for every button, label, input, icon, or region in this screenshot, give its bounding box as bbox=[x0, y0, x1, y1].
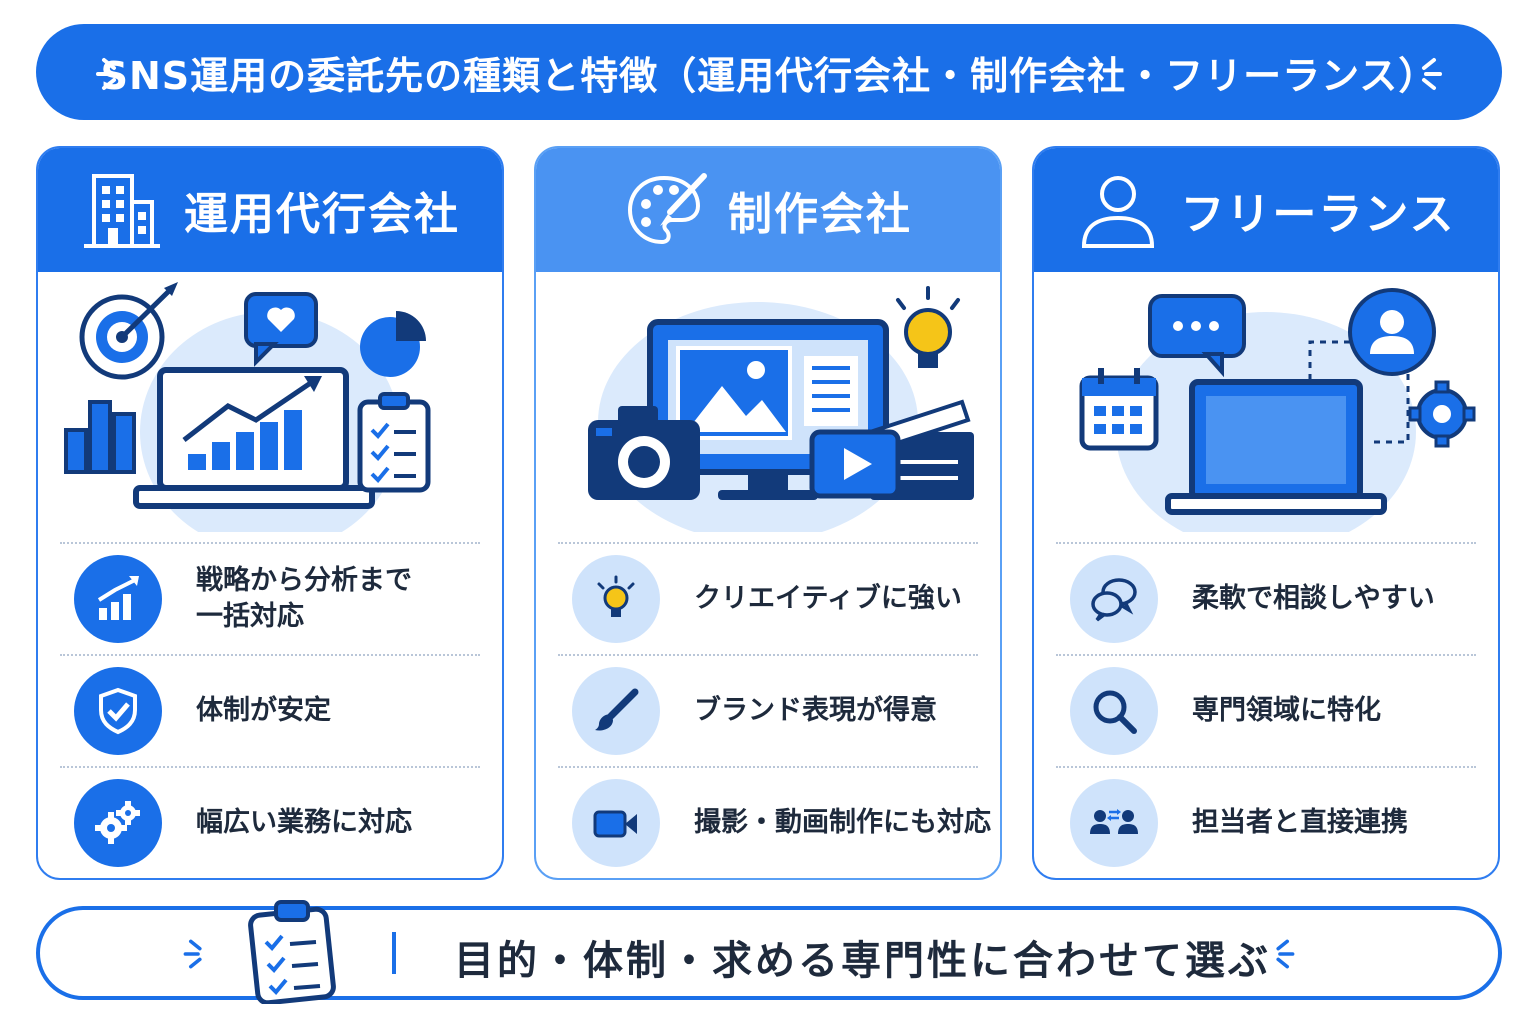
calendar-icon bbox=[1079, 368, 1159, 451]
feature-text: 担当者と直接連携 bbox=[1192, 807, 1408, 838]
divider bbox=[558, 766, 978, 768]
divider bbox=[60, 542, 480, 544]
feature-item: 戦略から分析まで 一括対応 bbox=[38, 544, 502, 654]
feature-item: 撮影・動画制作にも対応 bbox=[536, 768, 1000, 878]
feature-text: 専門領域に特化 bbox=[1192, 695, 1381, 726]
laptop-icon bbox=[1165, 379, 1387, 515]
bar-chart-small-icon bbox=[64, 400, 136, 474]
feature-text: 体制が安定 bbox=[196, 695, 331, 726]
divider bbox=[1056, 542, 1476, 544]
card-title: 運用代行会社 bbox=[184, 189, 460, 240]
divider bbox=[558, 654, 978, 656]
avatar-circle-icon bbox=[1348, 288, 1436, 376]
pie-chart-icon bbox=[360, 311, 426, 377]
sparkle-icon bbox=[96, 58, 116, 90]
feature-item: 担当者と直接連携 bbox=[1034, 768, 1498, 878]
heart-bubble-icon bbox=[244, 292, 318, 367]
card-header: 制作会社 bbox=[536, 148, 1000, 272]
divider bbox=[60, 654, 480, 656]
sparkle-icon bbox=[183, 939, 202, 969]
divider bbox=[1056, 766, 1476, 768]
magnifier-icon bbox=[1070, 667, 1158, 755]
feature-text: 幅広い業務に対応 bbox=[196, 807, 412, 838]
illustration-creative bbox=[536, 272, 1000, 542]
lightbulb-icon bbox=[572, 555, 660, 643]
feature-item: ブランド表現が得意 bbox=[536, 656, 1000, 766]
feature-text: 撮影・動画制作にも対応 bbox=[694, 807, 991, 838]
sparkle-icon bbox=[1422, 58, 1442, 90]
summary-text: 目的・体制・求める専門性に合わせて選ぶ bbox=[454, 938, 1271, 984]
laptop-icon bbox=[133, 367, 375, 509]
paintbrush-icon bbox=[572, 667, 660, 755]
feature-item: 体制が安定 bbox=[38, 656, 502, 766]
gear-icon bbox=[1408, 380, 1476, 448]
clipboard-checklist-icon bbox=[357, 392, 431, 493]
chat-bubbles-icon bbox=[1070, 555, 1158, 643]
title-banner: SNS運用の委託先の種類と特徴（運用代行会社・制作会社・フリーランス） bbox=[36, 24, 1502, 120]
feature-item: 専門領域に特化 bbox=[1034, 656, 1498, 766]
remote-illustration bbox=[1079, 288, 1476, 532]
person-icon bbox=[1082, 176, 1155, 248]
separator bbox=[392, 932, 396, 974]
illustration-analytics bbox=[38, 272, 502, 542]
feature-text: 柔軟で相談しやすい bbox=[1192, 583, 1435, 614]
shield-check-icon bbox=[74, 667, 162, 755]
divider bbox=[1056, 654, 1476, 656]
people-exchange-icon bbox=[1070, 779, 1158, 867]
card-title: 制作会社 bbox=[728, 189, 912, 240]
feature-text: 戦略から分析まで 一括対応 bbox=[196, 565, 412, 632]
feature-text: クリエイティブに強い bbox=[694, 583, 962, 614]
feature-item: 幅広い業務に対応 bbox=[38, 768, 502, 878]
feature-text: ブランド表現が得意 bbox=[694, 695, 937, 726]
card-header: 運用代行会社 bbox=[38, 148, 502, 272]
lightbulb-icon bbox=[896, 286, 960, 368]
palette-brush-icon bbox=[627, 173, 707, 245]
building-icon bbox=[84, 174, 160, 248]
card-production: 制作会社 bbox=[534, 146, 1002, 880]
target-icon bbox=[79, 282, 178, 380]
card-agency: 運用代行会社 bbox=[36, 146, 504, 880]
divider bbox=[558, 542, 978, 544]
creative-illustration bbox=[588, 286, 974, 532]
divider bbox=[60, 766, 480, 768]
card-header: フリーランス bbox=[1034, 148, 1498, 272]
sparkle-icon bbox=[1276, 939, 1295, 969]
gears-icon bbox=[74, 779, 162, 867]
card-freelance: フリーランス bbox=[1032, 146, 1500, 880]
page-title: SNS運用の委託先の種類と特徴（運用代行会社・制作会社・フリーランス） bbox=[100, 53, 1438, 98]
camera-icon bbox=[588, 406, 700, 500]
checklist-clipboard-icon bbox=[248, 900, 336, 1004]
growth-chart-icon bbox=[74, 555, 162, 643]
illustration-remote bbox=[1034, 272, 1498, 542]
summary-banner: 目的・体制・求める専門性に合わせて選ぶ bbox=[36, 900, 1502, 1004]
video-play-icon bbox=[809, 429, 901, 499]
card-title: フリーランス bbox=[1180, 189, 1456, 240]
chat-bubble-icon bbox=[1148, 294, 1246, 378]
feature-item: 柔軟で相談しやすい bbox=[1034, 544, 1498, 654]
analytics-illustration bbox=[64, 282, 431, 532]
feature-item: クリエイティブに強い bbox=[536, 544, 1000, 654]
video-camera-icon bbox=[572, 779, 660, 867]
